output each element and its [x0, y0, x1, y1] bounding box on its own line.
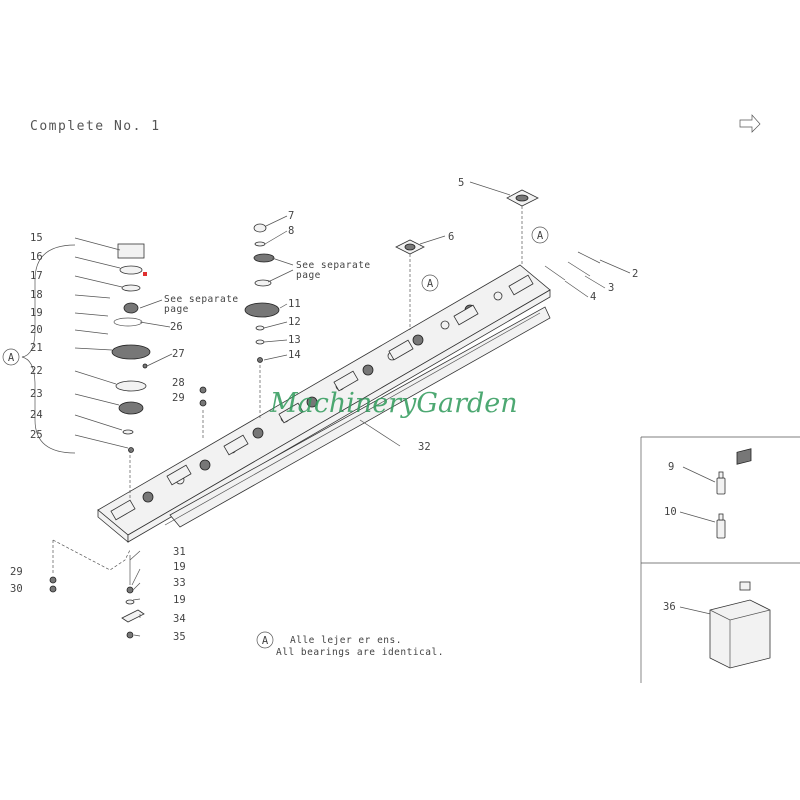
svg-text:page: page — [164, 304, 189, 315]
accessories-panel — [640, 436, 800, 683]
label-leaders — [74, 181, 631, 637]
bearing-pads — [110, 274, 534, 521]
bearing-housing-5 — [506, 189, 539, 207]
svg-text:A: A — [537, 230, 544, 242]
label-17: 17 — [30, 270, 43, 282]
label-14: 14 — [288, 349, 301, 361]
label-27: 27 — [172, 348, 185, 360]
label-13: 13 — [288, 334, 301, 346]
label-9: 9 — [668, 461, 674, 473]
oil-bottle-icon — [682, 466, 726, 495]
cutter-bar-body — [97, 264, 551, 543]
svg-text:See separate: See separate — [164, 294, 239, 305]
svg-text:Alle lejer er ens.: Alle lejer er ens. — [290, 635, 402, 646]
svg-text:All bearings are identical.: All bearings are identical. — [276, 647, 444, 658]
ref-circle-a-1: A — [531, 226, 549, 244]
label-24: 24 — [30, 409, 43, 421]
label-30: 30 — [10, 583, 23, 595]
ref-circle-a-2: A — [421, 274, 439, 292]
label-20: 20 — [30, 324, 43, 336]
watermark: MachineryGarden — [269, 388, 518, 419]
rods-2-3-4 — [544, 251, 601, 281]
marker-dot — [143, 272, 147, 276]
label-34: 34 — [173, 613, 186, 625]
label-7: 7 — [288, 210, 294, 222]
bearings-note: Alle lejer er ens. All bearings are iden… — [276, 635, 444, 658]
label-2: 2 — [632, 268, 638, 280]
part-labels: 15 16 17 18 19 20 21 22 23 24 25 26 27 2… — [10, 177, 677, 643]
middle-bearing-stack — [244, 223, 280, 363]
see-separate-page-note-1: See separate page — [139, 294, 239, 315]
label-4: 4 — [590, 291, 596, 303]
dashed-leader-lines — [52, 206, 523, 575]
label-16: 16 — [30, 251, 43, 263]
see-separate-page-note-2: See separate page — [267, 257, 371, 283]
label-36: 36 — [663, 601, 676, 613]
label-3: 3 — [608, 282, 614, 294]
ref-circle-a-note: A — [256, 631, 274, 649]
svg-text:A: A — [262, 635, 269, 647]
label-6: 6 — [448, 231, 454, 243]
label-29-bottom: 29 — [10, 566, 23, 578]
label-15: 15 — [30, 232, 43, 244]
label-22: 22 — [30, 365, 43, 377]
label-19-b1: 19 — [173, 561, 186, 573]
label-32: 32 — [418, 441, 431, 453]
svg-text:See separate: See separate — [296, 260, 371, 271]
label-5: 5 — [458, 177, 464, 189]
label-29-mid: 29 — [172, 392, 185, 404]
label-26: 26 — [170, 321, 183, 333]
label-19-b2: 19 — [173, 594, 186, 606]
label-21: 21 — [30, 342, 43, 354]
svg-text:page: page — [296, 270, 321, 281]
label-12: 12 — [288, 316, 301, 328]
label-23: 23 — [30, 388, 43, 400]
svg-text:A: A — [8, 352, 15, 364]
left-bracket — [21, 244, 76, 454]
label-11: 11 — [288, 298, 301, 310]
oil-bottle-icon — [679, 511, 726, 539]
label-10: 10 — [664, 506, 677, 518]
page-title: Complete No. 1 — [30, 119, 161, 134]
label-19: 19 — [30, 307, 43, 319]
svg-text:A: A — [427, 278, 434, 290]
next-page-arrow-icon[interactable] — [739, 114, 761, 133]
label-28: 28 — [172, 377, 185, 389]
label-33: 33 — [173, 577, 186, 589]
label-18: 18 — [30, 289, 43, 301]
label-8: 8 — [288, 225, 294, 237]
label-35: 35 — [173, 631, 186, 643]
bottom-fastener-stack — [49, 363, 207, 639]
label-31: 31 — [173, 546, 186, 558]
bearing-housing-6 — [395, 239, 425, 255]
label-25: 25 — [30, 429, 43, 441]
left-bearing-stack — [111, 243, 151, 453]
oil-canister-icon — [679, 448, 771, 669]
ref-circle-a-left: A — [2, 348, 20, 366]
